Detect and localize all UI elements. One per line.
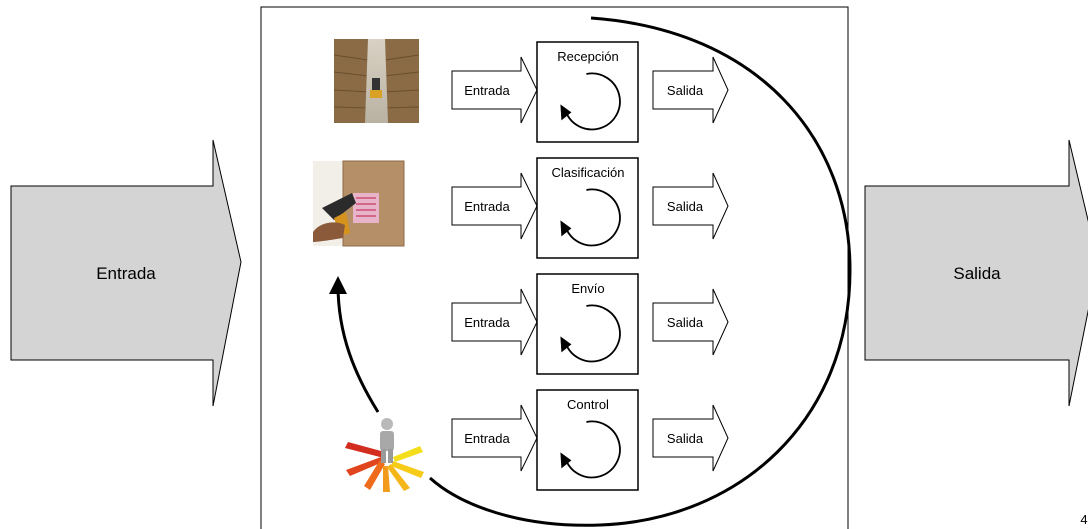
person-arrows-image <box>342 414 427 492</box>
page-number: 4 <box>1080 512 1087 527</box>
output-arrow-label: Salida <box>953 264 1001 283</box>
output-arrow-small-label: Salida <box>667 431 704 446</box>
input-arrow-small-label: Entrada <box>464 199 510 214</box>
output-arrow-small <box>652 56 729 124</box>
process-rows: EntradaRecepciónSalidaEntradaClasificaci… <box>451 41 729 491</box>
barcode-scanner-image <box>313 160 405 247</box>
input-arrow-small-label: Entrada <box>464 83 510 98</box>
warehouse-aisle-image <box>333 39 420 123</box>
input-arrow-small <box>451 288 538 356</box>
output-arrow-small-label: Salida <box>667 315 704 330</box>
process-title: Clasificación <box>552 165 625 180</box>
input-arrow-small <box>451 404 538 472</box>
cycle-arrowhead-icon <box>560 220 572 237</box>
output-arrow: Salida <box>864 139 1088 407</box>
cycle-arrowhead-icon <box>560 336 572 353</box>
cycle-arc-left <box>329 276 380 413</box>
process-box <box>536 389 639 491</box>
process-title: Envío <box>571 281 604 296</box>
process-title: Control <box>567 397 609 412</box>
cycle-arrowhead-icon <box>560 452 572 469</box>
cycle-arrowhead-icon <box>560 104 572 121</box>
output-arrow-small <box>652 288 729 356</box>
output-arrow-small <box>652 404 729 472</box>
cycle-arc-right <box>428 16 852 527</box>
input-arrow-label: Entrada <box>96 264 156 283</box>
process-box <box>536 273 639 375</box>
cycle-icon <box>564 304 621 363</box>
output-arrow-small-label: Salida <box>667 199 704 214</box>
input-arrow: Entrada <box>10 139 242 407</box>
input-arrow-small-label: Entrada <box>464 315 510 330</box>
input-arrow-small-label: Entrada <box>464 431 510 446</box>
cycle-icon <box>564 420 621 479</box>
process-box <box>536 41 639 143</box>
process-box <box>536 157 639 259</box>
input-arrow-small <box>451 172 538 240</box>
output-arrow-small-label: Salida <box>667 83 704 98</box>
cycle-icon <box>564 188 621 247</box>
input-arrow-small <box>451 56 538 124</box>
cycle-icon <box>564 72 621 131</box>
output-arrow-small <box>652 172 729 240</box>
process-title: Recepción <box>557 49 618 64</box>
